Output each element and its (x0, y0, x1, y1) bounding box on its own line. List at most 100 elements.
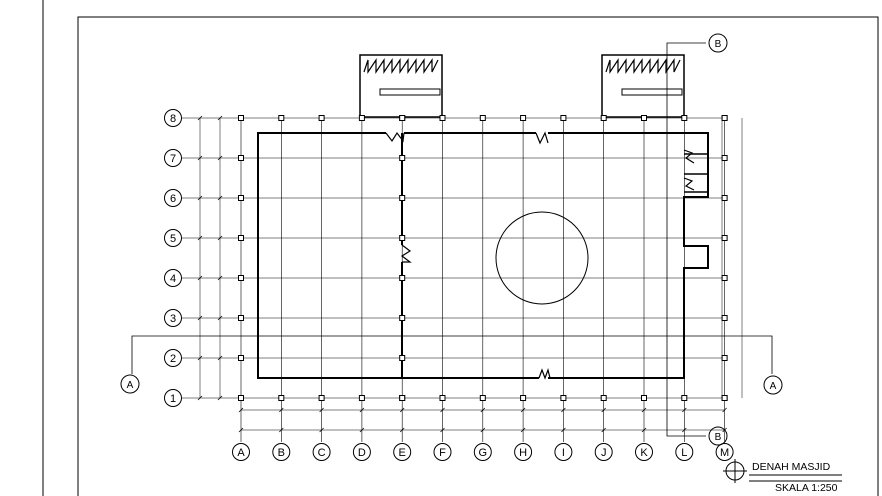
grid-bubble-col-C: C (312, 443, 331, 461)
column (238, 115, 244, 121)
column (560, 115, 567, 121)
dimension-tick (197, 155, 203, 161)
column (681, 115, 688, 121)
column (641, 395, 647, 401)
drawing-frame (77, 16, 879, 496)
column (681, 395, 688, 401)
grid-bubble-label: 7 (170, 153, 176, 165)
dimension-tick (217, 275, 223, 281)
dimension-tick (238, 427, 244, 433)
dimension-tick (520, 407, 526, 413)
column (520, 115, 527, 121)
dimension-tick (359, 407, 365, 413)
grid-bubble-col-A: A (232, 443, 250, 461)
column (560, 395, 567, 401)
column (641, 115, 647, 121)
column (439, 115, 446, 121)
grid-bubble-col-M: M (715, 443, 734, 461)
dimension-tick (197, 395, 203, 401)
dimension-tick (682, 407, 687, 413)
section-label: A (127, 380, 134, 391)
column (318, 395, 325, 401)
grid-bubble-col-J: J (594, 443, 613, 461)
dimension-tick (217, 395, 223, 401)
grid-bubble-label: H (519, 447, 527, 459)
column (358, 395, 365, 401)
column (721, 115, 728, 121)
grid-bubble-row-6: 6 (164, 189, 182, 207)
dimension-tick (399, 427, 405, 433)
structural-columns (238, 115, 728, 401)
dimension-tick (561, 427, 566, 433)
section-marker-a-right: A (763, 375, 783, 395)
grid-bubble-row-4: 4 (164, 269, 182, 287)
dimension-tick (217, 235, 223, 241)
grid-bubble-col-K: K (635, 443, 653, 461)
grid-bubble-label: J (601, 447, 607, 459)
dimension-tick (197, 195, 203, 201)
grid-bubble-row-7: 7 (164, 149, 182, 167)
drawing-scale: SKALA 1:250 (775, 482, 838, 494)
dimension-tick (440, 407, 445, 413)
grid-bubble-label: D (358, 447, 366, 459)
section-label: B (715, 432, 722, 443)
dimension-tick (279, 427, 284, 433)
section-label: A (770, 381, 777, 392)
column (721, 195, 728, 201)
dimension-tick (359, 427, 365, 433)
grid-bubble-label: 6 (170, 193, 176, 205)
column (399, 315, 406, 321)
column (238, 315, 244, 321)
dimension-tick (217, 355, 223, 361)
grid-bubble-label: 5 (170, 233, 176, 245)
dimension-tick (217, 195, 223, 201)
dimension-tick (601, 427, 606, 433)
column (238, 195, 244, 201)
grid-bubble-col-B: B (272, 443, 291, 461)
column (399, 355, 406, 361)
column (318, 115, 325, 121)
dimension-tick (197, 235, 203, 241)
column (278, 395, 285, 401)
column (358, 115, 365, 121)
column (278, 115, 285, 121)
grid-bubble-label: 2 (170, 353, 176, 365)
grid-bubble-col-F: F (433, 443, 452, 461)
grid-bubble-row-8: 8 (164, 109, 182, 127)
dimension-tick (197, 275, 203, 281)
grid-bubble-label: 1 (170, 393, 176, 405)
column (600, 395, 607, 401)
grid-bubble-row-1: 1 (164, 389, 182, 407)
section-marker-b-top: B (708, 33, 728, 53)
grid-bubble-row-2: 2 (164, 349, 182, 367)
section-marker-b-bottom: B (708, 426, 728, 446)
section-marker-a-left: A (120, 374, 140, 394)
column (238, 355, 244, 361)
dimension-tick (238, 407, 244, 413)
column (238, 155, 244, 161)
dimension-tick (319, 407, 324, 413)
column (399, 395, 406, 401)
dimension-tick (279, 407, 284, 413)
drawing-title: DENAH MASJID (752, 461, 831, 473)
grid-bubble-label: F (439, 447, 446, 459)
dimension-tick (217, 315, 223, 321)
dimension-tick (641, 427, 647, 433)
grid-bubble-label: K (640, 447, 648, 459)
dimension-tick (217, 115, 223, 121)
grid-bubble-col-L: L (675, 443, 694, 461)
column (439, 395, 446, 401)
dimension-tick (319, 427, 324, 433)
column (520, 395, 527, 401)
stair-tower-right (601, 54, 685, 118)
column (479, 115, 486, 121)
grid-bubble-col-I: I (554, 443, 573, 461)
grid-bubble-col-H: H (514, 443, 533, 461)
section-lines (131, 42, 773, 437)
column (479, 395, 486, 401)
grid-bubble-label: E (399, 447, 406, 459)
dimension-tick (641, 407, 647, 413)
dimension-tick (217, 155, 223, 161)
stair-tower-left (359, 54, 443, 118)
